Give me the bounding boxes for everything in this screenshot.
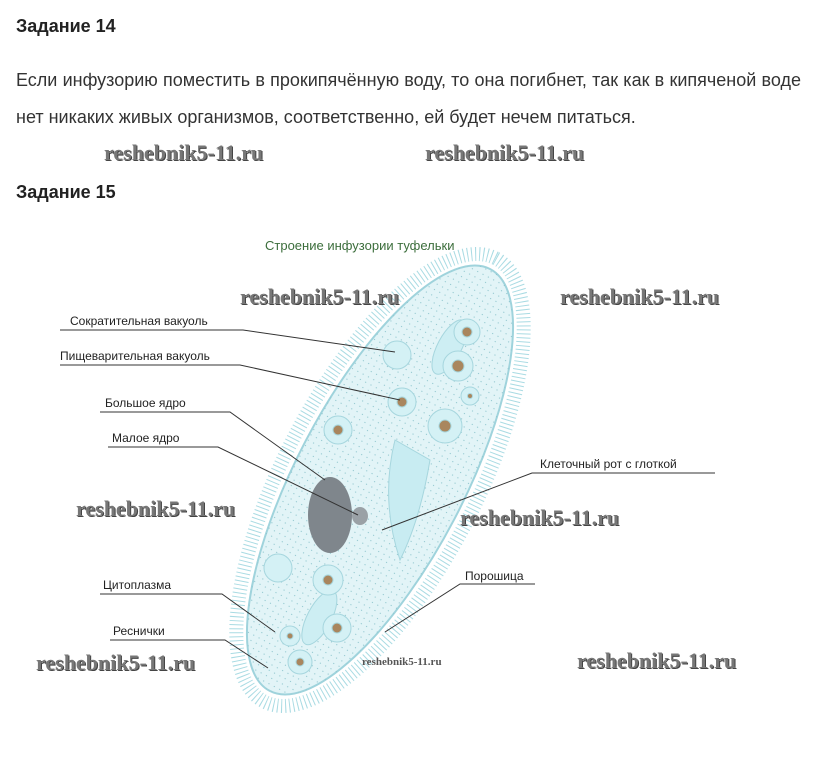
label-micronucleus: Малое ядро bbox=[112, 431, 180, 445]
leader-lines bbox=[60, 329, 715, 669]
label-cytoplasm: Цитоплазма bbox=[103, 578, 172, 592]
vacuoles bbox=[263, 318, 481, 675]
watermark: reshebnik5-11.ru bbox=[577, 648, 737, 673]
watermark: reshebnik5-11.ru bbox=[104, 140, 264, 165]
label-digestive-vacuole: Пищеварительная вакуоль bbox=[60, 349, 210, 363]
watermark: reshebnik5-11.ru bbox=[460, 505, 620, 530]
watermark: reshebnik5-11.ru bbox=[560, 284, 720, 309]
label-contractile-vacuole: Сократительная вакуоль bbox=[70, 314, 208, 328]
label-macronucleus: Большое ядро bbox=[105, 396, 186, 410]
watermark: reshebnik5-11.ru bbox=[76, 496, 236, 521]
label-cilia: Реснички bbox=[113, 624, 165, 638]
macronucleus-shape bbox=[308, 477, 352, 553]
watermark: reshebnik5-11.ru bbox=[36, 650, 196, 675]
task15-heading: Задание 15 bbox=[16, 182, 116, 202]
watermark: reshebnik5-11.ru bbox=[240, 284, 400, 309]
diagram-title: Строение инфузории туфельки bbox=[265, 238, 455, 253]
label-anal-pore: Порошица bbox=[465, 569, 524, 583]
task14-text: Если инфузорию поместить в прокипячённую… bbox=[16, 70, 801, 127]
label-cell-mouth: Клеточный рот с глоткой bbox=[540, 457, 677, 471]
watermark: reshebnik5-11.ru bbox=[425, 140, 585, 165]
task14-heading: Задание 14 bbox=[16, 16, 116, 36]
micronucleus-shape bbox=[352, 507, 368, 525]
cell-mouth-shape bbox=[388, 439, 431, 562]
watermark: reshebnik5-11.ru bbox=[362, 656, 442, 668]
